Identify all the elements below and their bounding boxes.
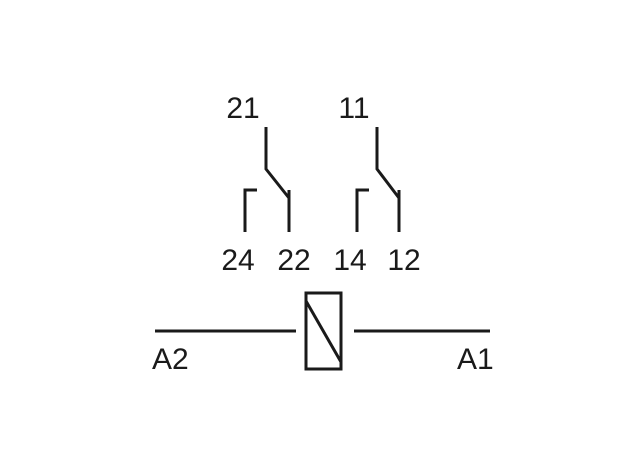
- terminal-label-24: 24: [221, 244, 254, 277]
- terminal-label-a1: A1: [457, 343, 494, 376]
- terminal-label-11: 11: [338, 92, 369, 125]
- contact-group-21: 21 24 22: [221, 92, 310, 277]
- terminal-label-12: 12: [387, 244, 420, 277]
- contact-14-line: [355, 188, 369, 232]
- contact-24-line: [243, 188, 257, 232]
- terminal-label-14: 14: [333, 244, 366, 277]
- coil-diagonal: [304, 300, 343, 363]
- terminal-label-21: 21: [226, 92, 259, 125]
- terminal-label-22: 22: [277, 244, 310, 277]
- switch-arm-21: [264, 127, 291, 199]
- switch-arm-11: [375, 127, 401, 199]
- terminal-label-a2: A2: [152, 343, 189, 376]
- contact-group-11: 11 14 12: [333, 92, 420, 277]
- relay-coil: A2 A1: [152, 291, 494, 376]
